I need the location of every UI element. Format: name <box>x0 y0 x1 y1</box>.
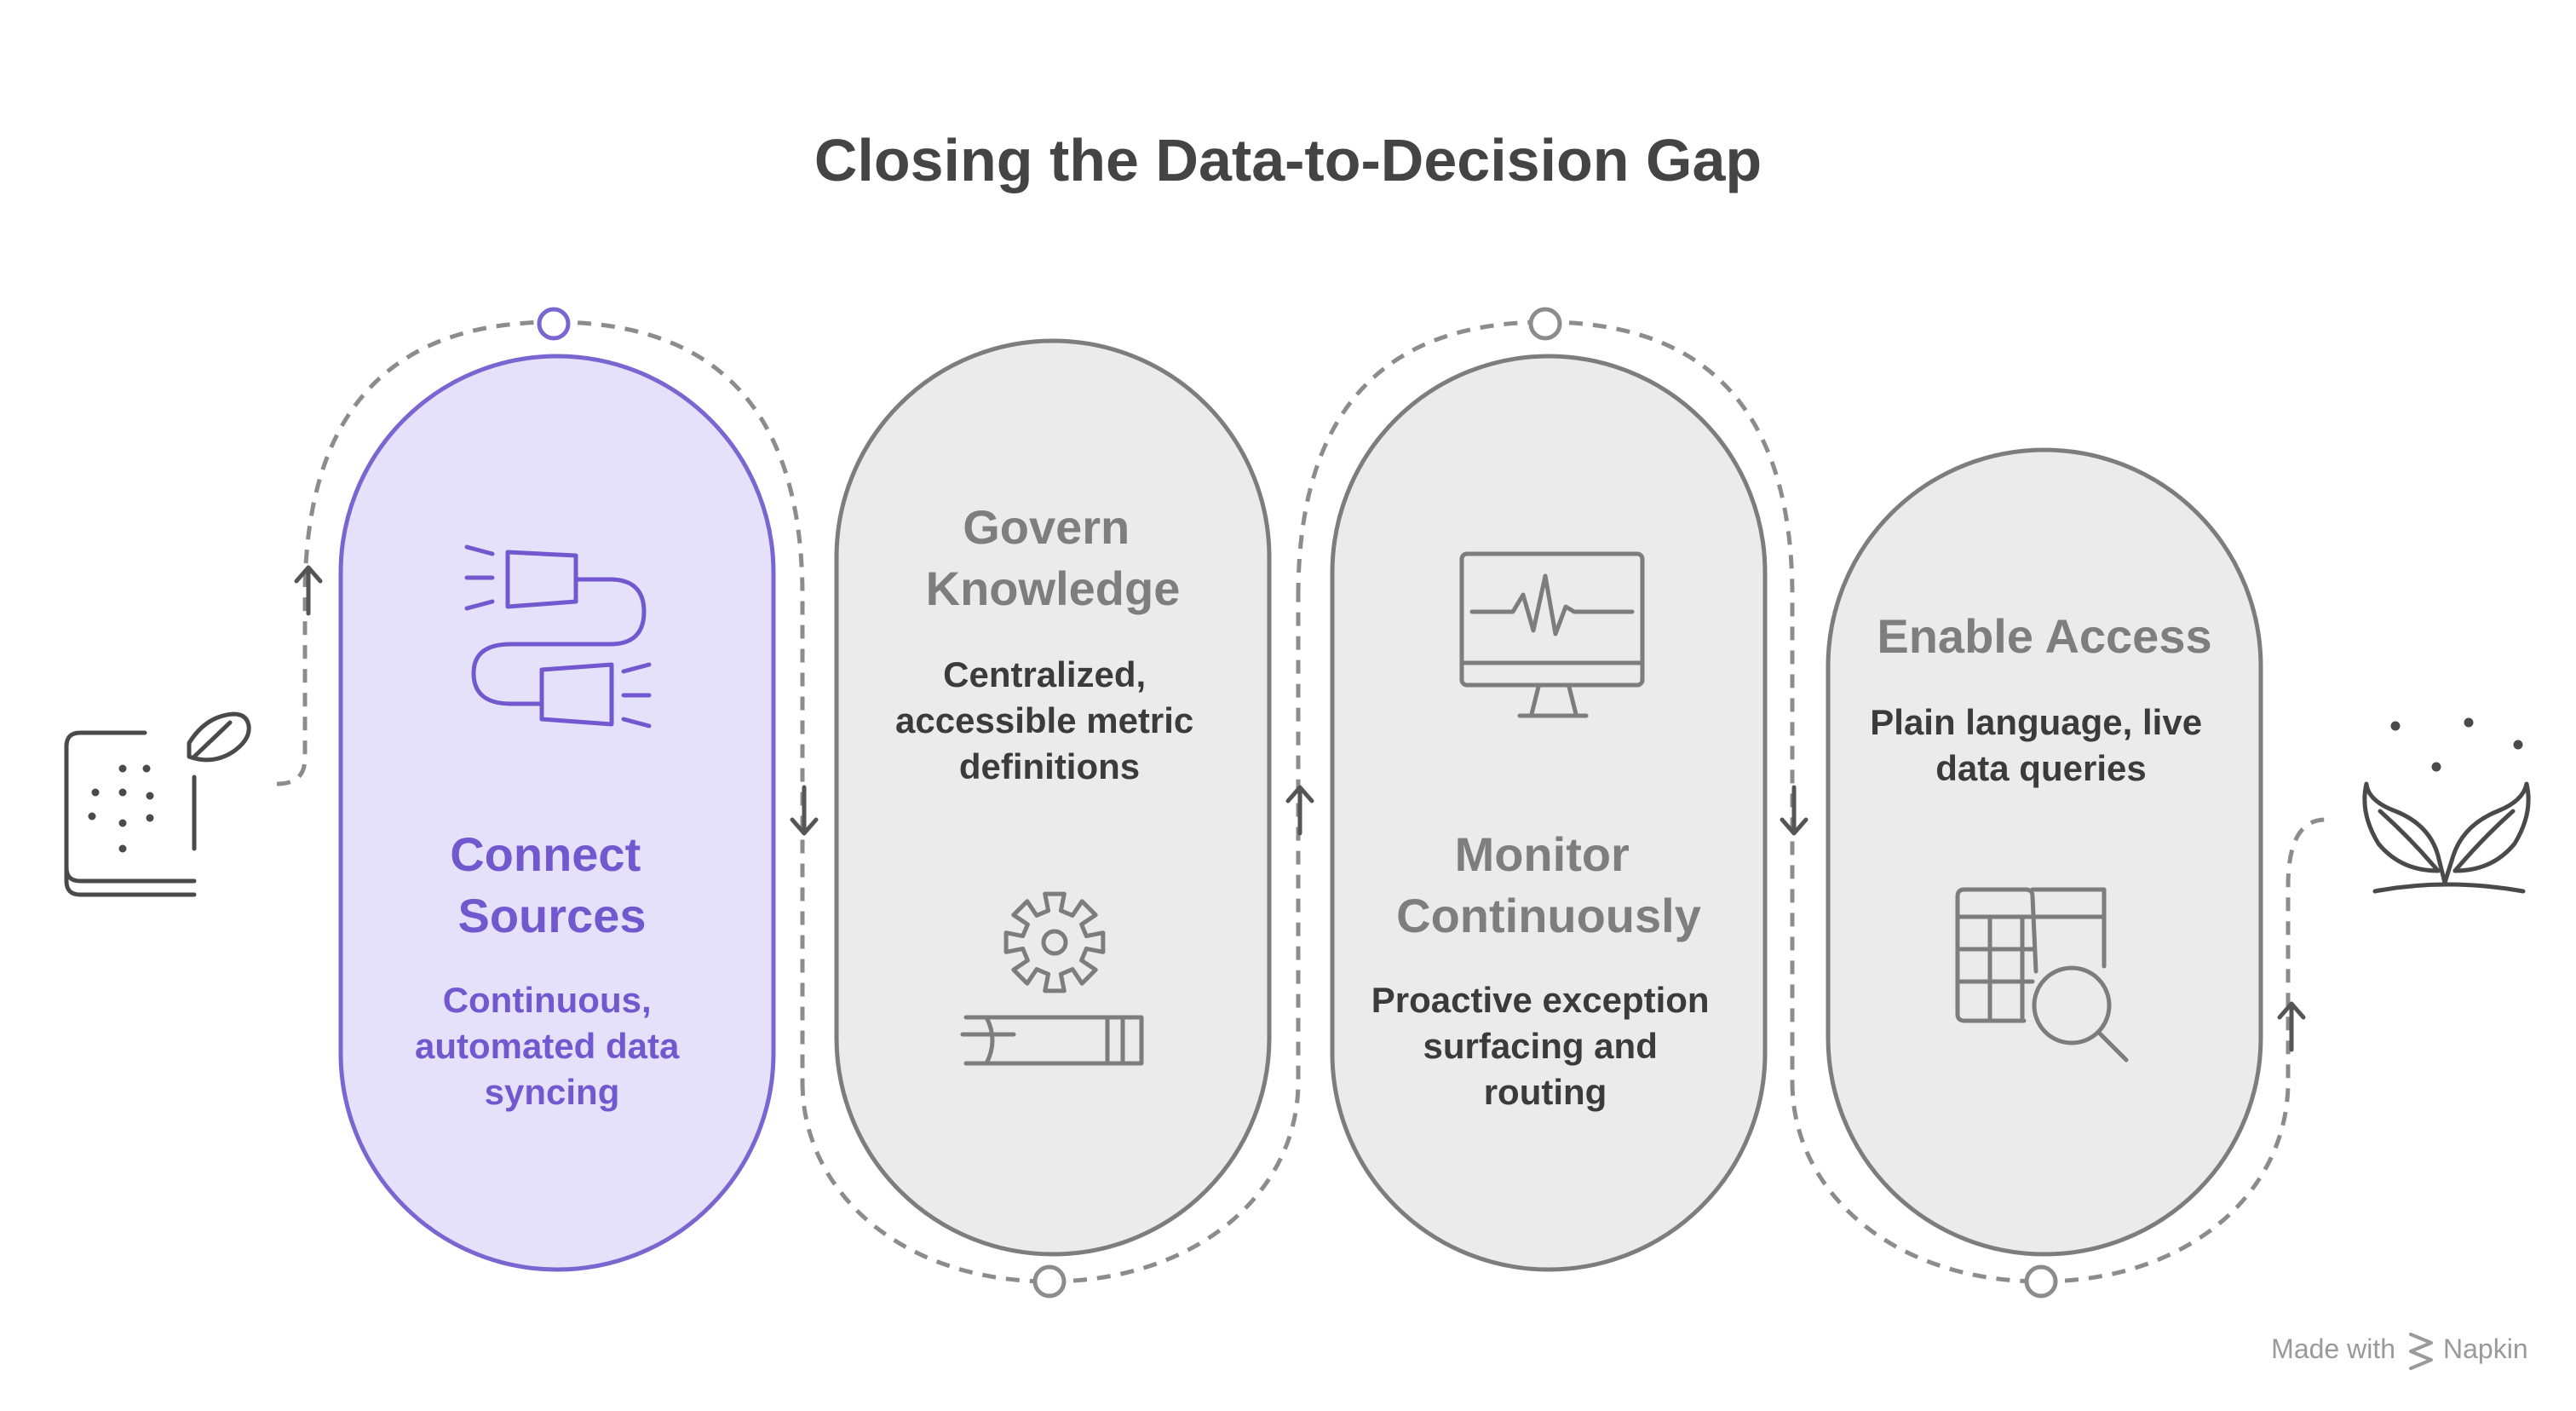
arrow-up-icon <box>1285 785 1314 836</box>
step-title-connect: Connect Sources <box>450 827 654 942</box>
connector-bottom-3 <box>1790 1081 2042 1284</box>
connector-top-3 <box>1544 320 1795 1082</box>
book-leaf-icon <box>64 711 251 897</box>
card-connect[interactable] <box>338 354 776 1272</box>
connector-bottom-1 <box>800 1081 1050 1284</box>
watermark-prefix: Made with <box>2271 1333 2395 1364</box>
gear-book-icon <box>960 891 1144 1066</box>
step-desc-connect: Continuous, automated data syncing <box>415 980 689 1112</box>
watermark-brand: Napkin <box>2443 1333 2528 1364</box>
step-title-govern: Govern Knowledge <box>926 500 1181 615</box>
card-access[interactable] <box>1826 447 2263 1257</box>
node-access <box>2024 1264 2058 1299</box>
step-title-access: Enable Access <box>1877 609 2211 663</box>
node-connect <box>537 307 571 341</box>
step-title-monitor: Monitor Continuously <box>1396 827 1701 942</box>
step-desc-monitor: Proactive exception surfacing and routin… <box>1371 980 1720 1112</box>
sprout-icon <box>2362 717 2531 894</box>
connector-top-1 <box>553 320 805 1082</box>
arrow-down-icon <box>1780 785 1808 836</box>
node-monitor <box>1528 307 1562 341</box>
arrow-up-icon <box>294 565 323 616</box>
connector-bottom-2 <box>1049 596 1301 1284</box>
card-monitor[interactable] <box>1330 354 1768 1272</box>
connector-lines <box>276 320 2326 1284</box>
diagram-title: Closing the Data-to-Decision Gap <box>814 127 1762 193</box>
node-govern <box>1032 1264 1067 1299</box>
watermark: Made with Napkin <box>2271 1333 2528 1370</box>
step-desc-govern: Centralized, accessible metric definitio… <box>895 654 1204 786</box>
connector-top-2 <box>1296 320 1546 597</box>
arrow-down-icon <box>790 785 819 836</box>
plug-cable-icon <box>464 544 652 729</box>
step-desc-access: Plain language, live data queries <box>1870 702 2211 788</box>
connector-bottom-4 <box>2040 817 2326 1284</box>
card-govern[interactable] <box>834 338 1272 1257</box>
arrow-up-icon <box>2277 1001 2306 1052</box>
connector-start <box>276 320 555 786</box>
napkin-logo-icon <box>2409 1333 2433 1370</box>
table-search-icon <box>1955 887 2129 1063</box>
monitor-pulse-icon <box>1459 551 1645 718</box>
